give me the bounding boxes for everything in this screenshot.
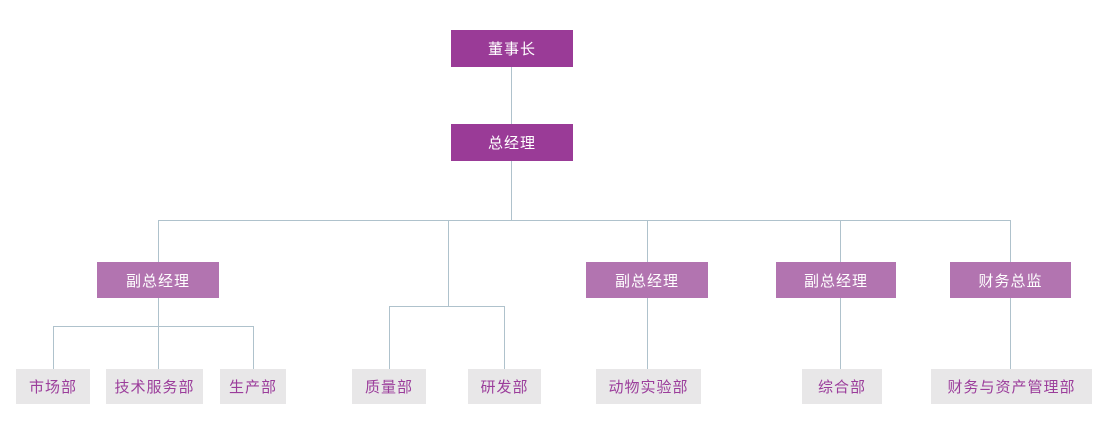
connector-drop-deputy-gm-2 <box>647 220 648 262</box>
connector-drop-general-affairs <box>840 298 841 369</box>
connector-chairman-gm <box>511 66 512 124</box>
node-animal-lab-dept: 动物实验部 <box>596 369 701 404</box>
node-deputy-gm-3: 副总经理 <box>776 262 896 298</box>
node-rnd-dept: 研发部 <box>468 369 541 404</box>
node-deputy-gm-1: 副总经理 <box>97 262 219 298</box>
connector-deputy1-bar <box>53 326 253 327</box>
connector-deputy1-stem <box>158 298 159 326</box>
node-finance-director: 财务总监 <box>950 262 1071 298</box>
connector-drop-tech-service <box>158 326 159 369</box>
connector-drop-animal-lab <box>647 298 648 369</box>
node-production-dept: 生产部 <box>220 369 286 404</box>
connector-drop-rnd <box>504 306 505 369</box>
connector-drop-production <box>253 326 254 369</box>
node-finance-asset-dept: 财务与资产管理部 <box>931 369 1092 404</box>
connector-drop-finance-director <box>1010 220 1011 262</box>
connector-drop-finance-asset <box>1010 298 1011 369</box>
node-deputy-gm-2: 副总经理 <box>586 262 708 298</box>
connector-drop-deputy-gm-1 <box>158 220 159 262</box>
connector-drop-quality-group <box>448 220 449 306</box>
connector-quality-bar <box>389 306 504 307</box>
connector-drop-quality <box>389 306 390 369</box>
connector-gm-stem <box>511 161 512 220</box>
node-tech-service-dept: 技术服务部 <box>106 369 203 404</box>
connector-main-bar <box>158 220 1011 221</box>
node-chairman: 董事长 <box>451 30 573 67</box>
node-marketing-dept: 市场部 <box>16 369 90 404</box>
node-general-manager: 总经理 <box>451 124 573 161</box>
node-quality-dept: 质量部 <box>352 369 426 404</box>
connector-drop-marketing <box>53 326 54 369</box>
node-general-affairs-dept: 综合部 <box>802 369 882 404</box>
connector-drop-deputy-gm-3 <box>840 220 841 262</box>
